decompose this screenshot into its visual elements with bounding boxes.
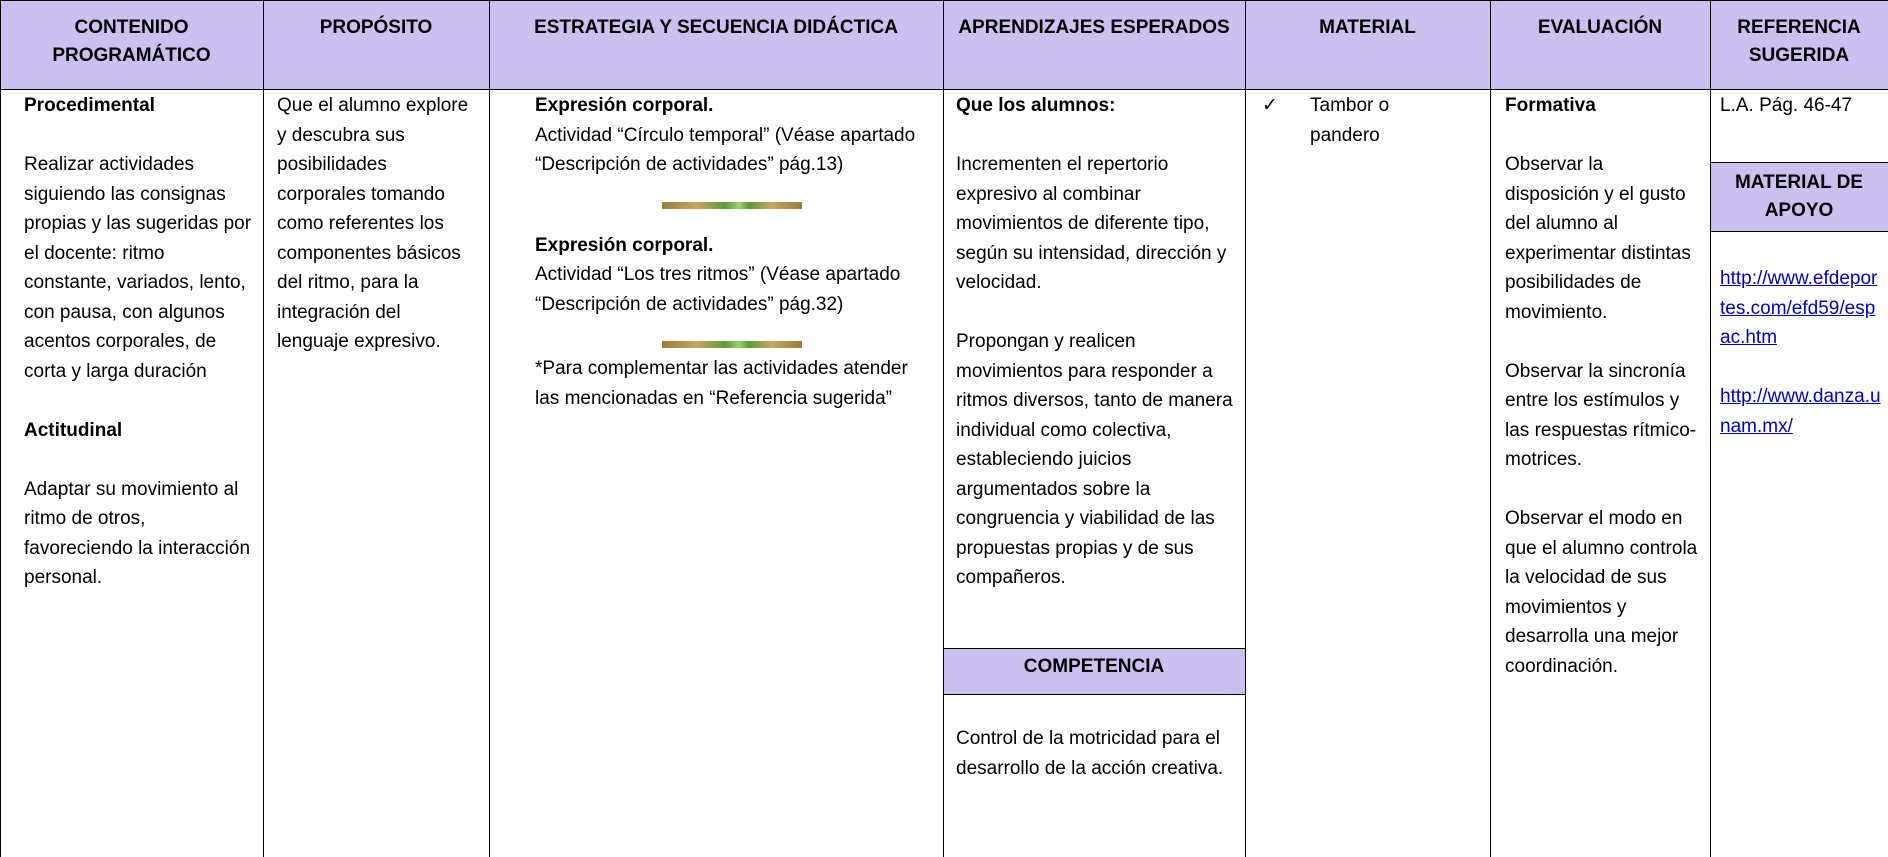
proposito-cell: Que el alumno explore y descubra sus pos… (277, 91, 477, 357)
header-proposito: PROPÓSITO (263, 0, 489, 89)
divider-ornament (662, 201, 802, 209)
estrategia-note: *Para complementar las actividades atend… (535, 358, 908, 409)
aprendizajes-intro: Que los alumnos: (956, 95, 1116, 116)
proposito-text: Que el alumno explore y descubra sus pos… (277, 95, 469, 352)
evaluacion-obs1: Observar la disposición y el gusto del a… (1505, 154, 1691, 323)
header-evaluacion: EVALUACIÓN (1490, 0, 1710, 89)
header-estrategia: ESTRATEGIA Y SECUENCIA DIDÁCTICA (489, 0, 943, 89)
aprendizajes-cell: Que los alumnos: Incrementen el repertor… (956, 91, 1238, 593)
aprendizajes-item2: Propongan y realicen movimientos para re… (956, 331, 1233, 588)
divider-ornament (662, 341, 802, 348)
procedimental-text: Realizar actividades siguiendo las consi… (24, 154, 252, 382)
referencia-page-cell: L.A. Pág. 46-47 (1720, 91, 1886, 121)
material-cell: Tambor o pandero (1310, 91, 1440, 150)
actitudinal-text: Adaptar su movimiento al ritmo de otros,… (24, 478, 251, 589)
evaluacion-obs2: Observar la sincronía entre los estímulo… (1505, 360, 1697, 471)
activity1-title: Expresión corporal. (535, 95, 714, 116)
competencia-text: Control de la motricidad para el desarro… (956, 728, 1224, 779)
evaluacion-obs3: Observar el modo en que el alumno contro… (1505, 508, 1698, 677)
referencia-page: L.A. Pág. 46-47 (1720, 95, 1853, 116)
contenido-cell: Procedimental Realizar actividades sigui… (24, 91, 256, 593)
header-referencia: REFERENCIA SUGERIDA (1710, 0, 1888, 89)
material-de-apoyo-header: MATERIAL DE APOYO (1710, 162, 1888, 231)
link-efdeportes[interactable]: http://www.efdeportes.com/efd59/espac.ht… (1720, 268, 1878, 348)
aprendizajes-item1: Incrementen el repertorio expresivo al c… (956, 154, 1227, 293)
link-danza-unam[interactable]: http://www.danza.unam.mx/ (1720, 386, 1881, 437)
material-item: Tambor o pandero (1310, 95, 1390, 146)
competencia-header: COMPETENCIA (943, 648, 1245, 694)
activity1-text: Actividad “Círculo temporal” (Véase apar… (535, 124, 916, 176)
activity2-text: Actividad “Los tres ritmos” (Véase apart… (535, 264, 901, 315)
evaluacion-title: Formativa (1505, 95, 1596, 116)
activity2-title: Expresión corporal. (535, 234, 714, 256)
evaluacion-cell: Formativa Observar la disposición y el g… (1505, 91, 1701, 681)
header-contenido: CONTENIDO PROGRAMÁTICO (0, 0, 263, 89)
competencia-cell: Control de la motricidad para el desarro… (956, 724, 1226, 783)
estrategia-cell: Expresión corporal. Actividad “Círculo t… (535, 91, 935, 413)
header-aprendizajes: APRENDIZAJES ESPERADOS (943, 0, 1245, 89)
procedimental-title: Procedimental (24, 95, 155, 116)
actitudinal-title: Actitudinal (24, 419, 123, 441)
header-material: MATERIAL (1245, 0, 1490, 89)
referencia-links-cell: http://www.efdeportes.com/efd59/espac.ht… (1720, 264, 1882, 441)
checkmark-icon: ✓ (1262, 95, 1278, 116)
